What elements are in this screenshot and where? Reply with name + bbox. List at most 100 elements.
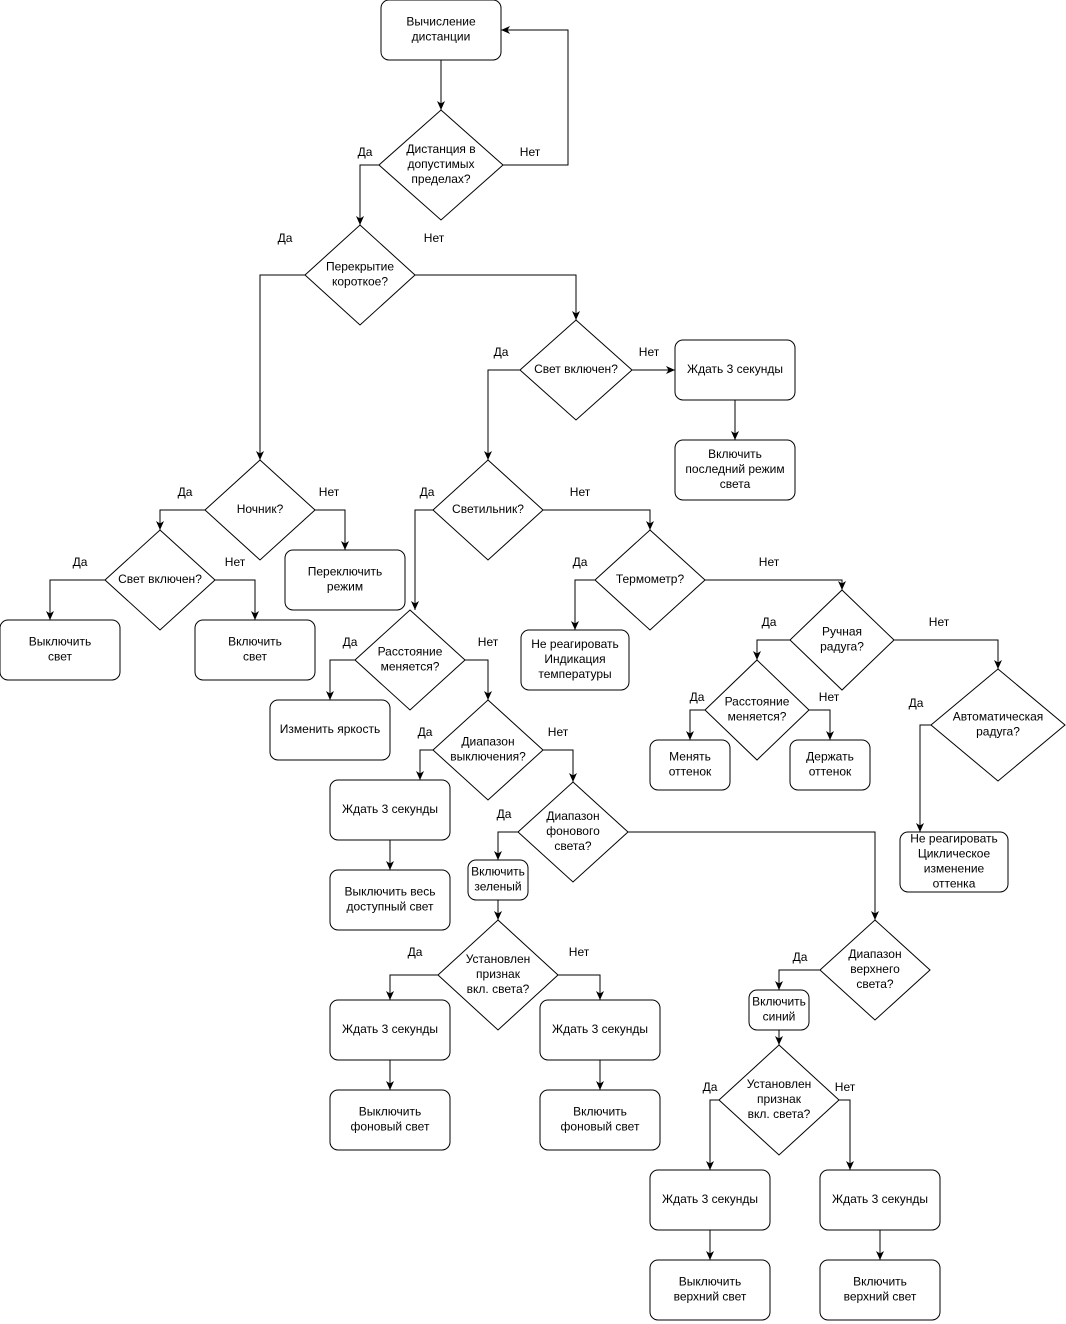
edge-thermo-to-temp_ind (571, 579, 595, 630)
node-text-line: Ждать 3 секунды (342, 1022, 438, 1036)
decision-diamond (517, 781, 629, 883)
node-text-line: изменение (924, 862, 985, 876)
node-text-line: Включить (573, 1105, 627, 1119)
process-cyclic-hue: Не реагироватьЦиклическоеизменениеоттенк… (899, 831, 1009, 893)
process-box (789, 739, 871, 791)
decision-diamond (204, 459, 316, 561)
node-text-line: верхний свет (674, 1290, 747, 1304)
node-text-line: света? (554, 839, 592, 853)
node-text-line: Вычисление (406, 15, 476, 29)
edge-overlap_short-to-light_on_1 (415, 274, 580, 320)
node-text-line: Выключить весь (345, 885, 436, 899)
edge-flag_2-to-wait_5 (706, 1099, 719, 1170)
decision-diamond (104, 529, 216, 631)
decision-diamond (789, 589, 895, 691)
node-text-line: меняется? (381, 660, 440, 674)
node-text-line: Выключить (359, 1105, 421, 1119)
process-box (819, 1169, 941, 1231)
process-box (329, 1089, 451, 1151)
edge-label-flag_1-to-wait_4: Нет (569, 945, 590, 959)
edge-dist_change_1-to-off_range (465, 659, 492, 700)
decision-thermo: Термометр? (594, 529, 706, 631)
process-box (0, 619, 121, 681)
decision-diamond (432, 459, 544, 561)
node-text-line: Диапазон (546, 809, 599, 823)
edge-thermo-to-manual_rainbow (705, 579, 846, 590)
node-text-line: Ручная (822, 625, 862, 639)
process-box (649, 1259, 771, 1321)
node-text-line: выключения? (450, 750, 526, 764)
node-text-line: свет (48, 650, 73, 664)
decision-diamond (594, 529, 706, 631)
edge-label-bg_range-to-green_on: Да (497, 807, 512, 821)
decision-nightlight: Ночник? (204, 459, 316, 561)
process-wait-3: Ждать 3 секунды (329, 999, 451, 1061)
process-box (284, 549, 406, 611)
node-text-line: Включить (228, 635, 282, 649)
process-box (539, 999, 661, 1061)
edge-label-dist_change_1-to-brightness: Да (343, 635, 358, 649)
node-text-line: Ночник? (237, 502, 284, 516)
node-text-line: Держать (806, 750, 854, 764)
edge-label-flag_1-to-wait_3: Да (408, 945, 423, 959)
node-text-line: Выключить (679, 1275, 741, 1289)
edge-label-light_on_2-to-turn_on: Нет (225, 555, 246, 569)
edge-label-dist_change_2-to-keep_hue: Нет (819, 690, 840, 704)
process-box (674, 339, 796, 401)
edge-off_range-to-wait_2 (416, 749, 433, 780)
edge-label-flag_2-to-wait_5: Да (703, 1080, 718, 1094)
edge-overlap_short-to-nightlight (256, 274, 305, 460)
decision-diamond (718, 1044, 840, 1156)
node-text-line: признак (476, 967, 521, 981)
edge-light_on_2-to-turn_on (215, 579, 259, 620)
decision-diamond (304, 224, 416, 326)
node-text-line: Установлен (466, 952, 531, 966)
process-box (329, 999, 451, 1061)
process-wait-6: Ждать 3 секунды (819, 1169, 941, 1231)
edge-label-manual_rainbow-to-dist_change_2: Да (762, 615, 777, 629)
node-text-line: Индикация (544, 652, 605, 666)
node-text-line: режим (327, 580, 363, 594)
node-text-line: Включить (853, 1275, 907, 1289)
process-box (649, 739, 731, 791)
process-box (819, 1259, 941, 1321)
edge-label-thermo-to-temp_ind: Да (573, 555, 588, 569)
node-text-line: Выключить (29, 635, 91, 649)
process-box (329, 869, 451, 931)
edge-nightlight-to-switch_mode (315, 509, 349, 550)
edge-top_range-to-blue_on (775, 969, 820, 990)
edge-dist_change_2-to-keep_hue (809, 709, 834, 740)
edge-light_on_2-to-turn_off (46, 579, 105, 620)
edge-auto_rainbow-to-cyclic_hue (916, 724, 931, 832)
edge-dist_change_2-to-change_hue (686, 709, 705, 740)
process-box (674, 439, 796, 501)
node-text-line: оттенок (809, 765, 852, 779)
edge-dist_ok-to-calc_dist (501, 26, 569, 166)
process-wait-2: Ждать 3 секунды (329, 779, 451, 841)
edge-label-flag_2-to-wait_6: Нет (835, 1080, 856, 1094)
edge-label-light_on_1-to-lamp: Да (494, 345, 509, 359)
decision-light-on-1: Свет включен? (519, 319, 633, 421)
node-text-line: Установлен (747, 1077, 812, 1091)
edge-label-overlap_short-to-nightlight: Да (278, 231, 293, 245)
edge-label-overlap_short-to-light_on_1: Нет (424, 231, 445, 245)
decision-light-on-2: Свет включен? (104, 529, 216, 631)
node-text-line: признак (757, 1092, 802, 1106)
node-text-line: фонового (546, 824, 600, 838)
process-wait-1: Ждать 3 секунды (674, 339, 796, 401)
decision-diamond (432, 699, 544, 801)
node-text-line: оттенок (669, 765, 712, 779)
edge-lamp-to-thermo (543, 509, 654, 530)
node-text-line: Ждать 3 секунды (662, 1192, 758, 1206)
